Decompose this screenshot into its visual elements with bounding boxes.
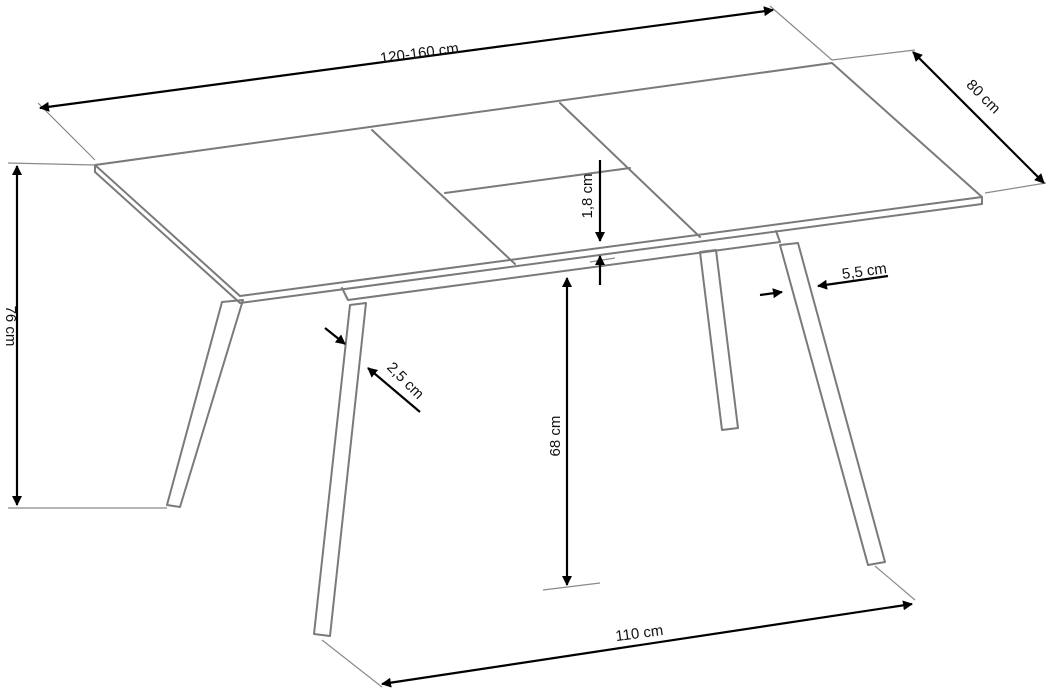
ext-span-right: [874, 565, 916, 601]
dim-leg-depth-left: [324, 327, 346, 345]
ext-height-top: [7, 162, 96, 166]
dim-leg-depth-right: [367, 367, 421, 413]
label-leg-width: 5,5 cm: [841, 260, 888, 283]
dim-leg-span: [381, 600, 913, 688]
front-left-leg: [166, 299, 244, 508]
ext-length-right: [769, 5, 833, 61]
dimension-lines: [12, 6, 1045, 688]
dimension-labels: 120-160 cm 80 cm 76 cm 1,8 cm 68 cm 5,5 …: [2, 40, 1004, 645]
ext-width-bottom: [984, 182, 1047, 194]
label-leg-depth: 2,5 cm: [383, 359, 427, 403]
extension-lines: [7, 5, 1047, 688]
ext-top-thickness: [589, 257, 616, 263]
right-front-leg: [779, 242, 886, 566]
back-right-leg: [699, 249, 739, 431]
ext-clearance-bottom: [542, 582, 601, 591]
label-length: 120-160 cm: [379, 40, 460, 67]
table-apron: [341, 230, 781, 301]
label-height: 76 cm: [2, 306, 19, 347]
label-leg-span: 110 cm: [614, 622, 664, 645]
ext-length-left: [37, 102, 96, 161]
dim-length: [39, 6, 774, 112]
dim-leg-width-left: [759, 288, 783, 299]
label-width: 80 cm: [963, 76, 1004, 117]
ext-width-top: [831, 49, 916, 61]
label-clearance: 68 cm: [547, 416, 564, 457]
leaf-seam-left: [371, 129, 516, 265]
label-top-thickness: 1,8 cm: [579, 173, 596, 218]
front-middle-leg: [313, 302, 367, 637]
tabletop-front-edge: [94, 164, 983, 304]
leaf-seam-right: [559, 102, 701, 238]
ext-span-left: [321, 639, 383, 688]
table-drawing: [94, 62, 983, 637]
leaf-seam-center: [444, 167, 631, 194]
dim-leg-width-right: [817, 274, 889, 290]
dim-width: [912, 51, 1045, 184]
